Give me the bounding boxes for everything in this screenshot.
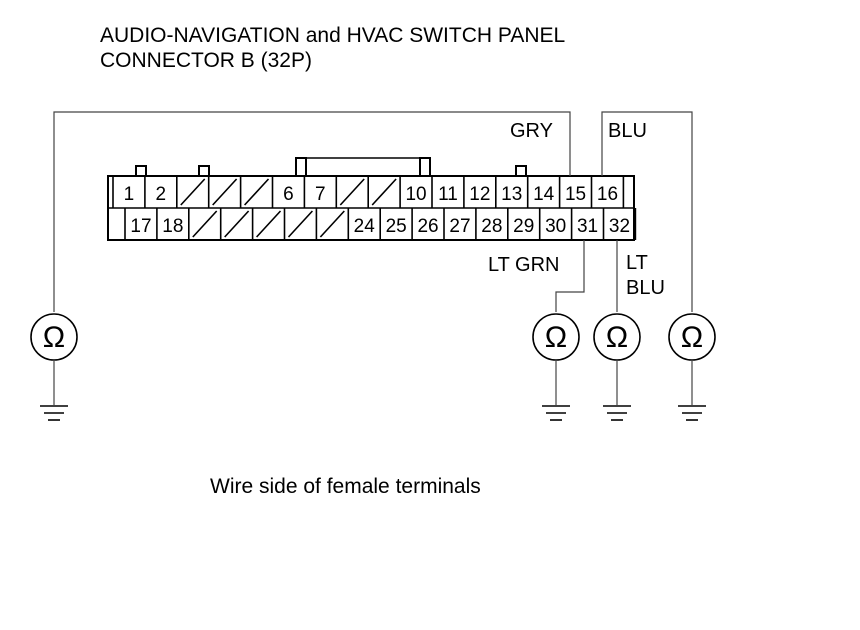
empty-cavity — [244, 178, 270, 206]
pin-6: 6 — [283, 184, 294, 205]
empty-cavity — [180, 178, 206, 206]
wire-lines — [53, 111, 693, 312]
pin-1: 1 — [124, 184, 135, 205]
ohmmeter-lt-grn-icon: Ω — [532, 313, 580, 405]
wire-label-lt-blu-1: LT — [626, 252, 648, 274]
diagram-title-line1: AUDIO-NAVIGATION and HVAC SWITCH PANEL — [100, 24, 565, 47]
ohmmeter-blu-icon: Ω — [668, 313, 716, 405]
empty-cavity — [319, 210, 345, 238]
pin-29: 29 — [513, 216, 534, 237]
wire-blu — [601, 111, 693, 312]
ground-icon — [678, 405, 706, 421]
pin-13: 13 — [501, 184, 522, 205]
pin-17: 17 — [130, 216, 151, 237]
ohmmeter-gry-icon: Ω — [30, 313, 78, 405]
pin-24: 24 — [354, 216, 376, 237]
pin-10: 10 — [405, 184, 426, 205]
empty-cavity — [212, 178, 238, 206]
pin-12: 12 — [469, 184, 490, 205]
pin-14: 14 — [533, 184, 555, 205]
pin-30: 30 — [545, 216, 566, 237]
wire-lt-grn — [555, 240, 585, 312]
ground-icon — [542, 405, 570, 421]
empty-cavity — [339, 178, 365, 206]
wire-label-lt-grn: LT GRN — [488, 254, 560, 276]
ground-icon — [40, 405, 68, 421]
empty-cavity — [256, 210, 282, 238]
pin-16: 16 — [597, 184, 618, 205]
pin-18: 18 — [162, 216, 183, 237]
wire-gry — [53, 111, 571, 312]
pin-32: 32 — [609, 216, 630, 237]
ground-icon — [603, 405, 631, 421]
pin-31: 31 — [577, 216, 598, 237]
wire-label-blu: BLU — [608, 120, 647, 142]
connector-latches — [135, 157, 527, 177]
ohm-symbol: Ω — [545, 321, 567, 354]
pin-27: 27 — [449, 216, 470, 237]
ohmmeter-lt-blu-icon: Ω — [593, 313, 641, 405]
pin-2: 2 — [156, 184, 167, 205]
diagram-title-line2: CONNECTOR B (32P) — [100, 49, 312, 72]
empty-cavity — [371, 178, 397, 206]
pin-28: 28 — [481, 216, 502, 237]
ohm-symbol: Ω — [681, 321, 703, 354]
pin-25: 25 — [386, 216, 407, 237]
pin-7: 7 — [315, 184, 326, 205]
pin-11: 11 — [438, 184, 458, 205]
pin-26: 26 — [417, 216, 438, 237]
pin-15: 15 — [565, 184, 586, 205]
ohm-symbol: Ω — [43, 321, 65, 354]
ohm-symbol: Ω — [606, 321, 628, 354]
wire-label-gry: GRY — [510, 120, 553, 142]
wire-label-lt-blu-2: BLU — [626, 277, 665, 299]
empty-cavity — [192, 210, 218, 238]
diagram-caption: Wire side of female terminals — [210, 475, 481, 498]
empty-cavity — [224, 210, 250, 238]
empty-cavity — [287, 210, 313, 238]
